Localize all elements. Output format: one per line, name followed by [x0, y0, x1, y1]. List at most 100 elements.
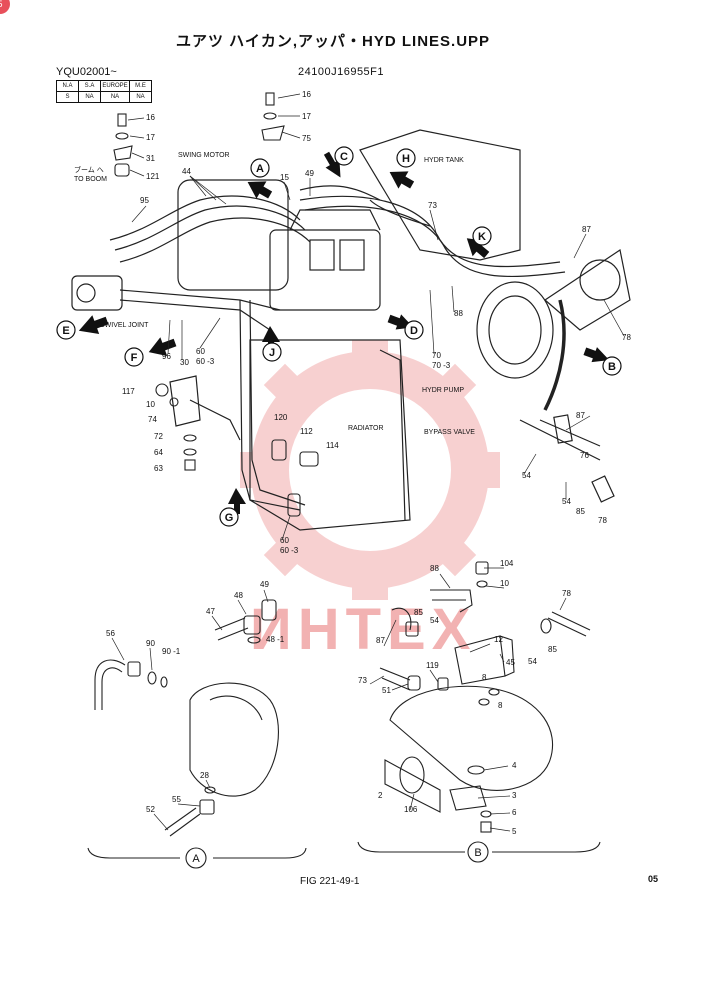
part-label: 72	[154, 432, 163, 441]
detail-a-label: A	[192, 853, 200, 865]
part-label: 76	[580, 451, 589, 460]
part-label: 96	[162, 352, 171, 361]
part-label: 104	[500, 559, 514, 568]
part-label: 75	[302, 134, 311, 143]
part-label: 12	[494, 635, 503, 644]
part-label: 85	[414, 608, 423, 617]
part-label: 49	[260, 580, 269, 589]
part-label: 73	[428, 201, 437, 210]
part-label: 119	[426, 661, 439, 670]
main-assembly-drawing	[71, 129, 631, 531]
part-label: 15	[280, 173, 289, 182]
part-label: 88	[454, 309, 463, 318]
part-label: 106	[404, 805, 418, 814]
label-swing-motor: SWING MOTOR	[178, 152, 230, 159]
arrow-g-icon	[228, 488, 246, 514]
callout-c: C	[340, 151, 348, 163]
part-label: 17	[146, 133, 155, 142]
part-label: 60 -3	[280, 546, 299, 555]
part-label: 30	[180, 358, 189, 367]
part-label: 60	[196, 347, 205, 356]
part-label: 64	[154, 448, 163, 457]
part-label: 120	[274, 413, 288, 422]
fitting-stack-left	[113, 92, 319, 517]
arrow-j-icon	[262, 326, 280, 354]
arrow-c-icon	[323, 151, 341, 178]
label-bypass-valve: BYPASS VALVE	[424, 429, 475, 436]
detail-a-drawing	[87, 599, 307, 869]
part-label: 74	[148, 415, 157, 424]
part-label: 95	[140, 196, 149, 205]
part-label: 54	[528, 657, 537, 666]
arrow-a-icon	[247, 181, 273, 199]
label-to-boom-jp: ブーム へ	[74, 165, 104, 174]
part-label: 17	[302, 112, 311, 121]
part-label: 51	[382, 686, 391, 695]
detail-b-label: B	[474, 847, 481, 859]
arrow-f-icon	[148, 337, 177, 357]
part-label: 6	[512, 808, 517, 817]
arrow-h-icon	[389, 171, 415, 189]
label-hydr-pump: HYDR PUMP	[422, 387, 464, 394]
part-label: 55	[172, 795, 181, 804]
page-badge: 5	[0, 0, 10, 14]
page-title: ユアツ ハイカン,アッパ・HYD LINES.UPP	[176, 33, 491, 50]
part-label: 90 -1	[162, 647, 181, 656]
part-label: 73	[358, 676, 367, 685]
arrow-b-icon	[583, 347, 610, 363]
detail-b-drawing	[357, 561, 601, 863]
market-table: N.A S.A EUROPE M.E S NA NA NA	[56, 80, 152, 103]
part-label: 78	[622, 333, 631, 342]
part-label: 8	[498, 701, 503, 710]
figure-number: FIG 221-49-1	[300, 876, 360, 887]
part-label: 28	[200, 771, 209, 780]
part-label: 8	[482, 673, 487, 682]
part-label: 85	[548, 645, 557, 654]
market-value-row: S NA NA NA	[56, 91, 152, 103]
callout-k: K	[478, 231, 486, 243]
detail-titles: A B	[192, 847, 481, 865]
part-label: 31	[146, 154, 155, 163]
watermark-gear-icon	[240, 340, 500, 600]
part-label: 87	[376, 636, 385, 645]
part-label: 5	[512, 827, 517, 836]
part-number-labels: 16 17 75 16 17 31 121 44 15 49 95 73 87 …	[106, 90, 631, 836]
callout-g: G	[225, 512, 234, 524]
part-label: 44	[182, 167, 191, 176]
part-label: 10	[500, 579, 509, 588]
part-label: 56	[106, 629, 115, 638]
serial-range: YQU02001~	[56, 66, 117, 78]
label-hydr-tank: HYDR TANK	[424, 157, 464, 164]
callout-a: A	[256, 163, 264, 175]
callout-letters: A B C D E F G H J K	[62, 151, 616, 524]
part-label: 87	[576, 411, 585, 420]
callout-h: H	[402, 153, 410, 165]
part-label: 87	[582, 225, 591, 234]
part-label: 54	[522, 471, 531, 480]
part-label: 49	[305, 169, 314, 178]
part-label: 48 -1	[266, 635, 285, 644]
part-label: 16	[146, 113, 155, 122]
part-label: 117	[122, 387, 135, 396]
callout-circles	[56, 146, 622, 527]
part-label: 10	[146, 400, 155, 409]
arrow-e-icon	[78, 315, 109, 335]
part-label: 60	[280, 536, 289, 545]
part-label: 88	[430, 564, 439, 573]
callout-f: F	[131, 352, 138, 364]
watermark-text: ИНТЕХ	[250, 597, 477, 662]
part-label: 16	[302, 90, 311, 99]
part-label: 52	[146, 805, 155, 814]
part-label: 45	[506, 658, 515, 667]
leader-lines	[111, 93, 625, 832]
part-label: 85	[576, 507, 585, 516]
market-value: NA	[129, 91, 152, 103]
part-number: 24100J16955F1	[298, 66, 385, 78]
corner-mark: 05	[648, 874, 659, 884]
part-label: 78	[562, 589, 571, 598]
area-labels: ブーム へ TO BOOM SWING MOTOR SWIVEL JOINT H…	[74, 152, 475, 436]
part-label: 60 -3	[196, 357, 215, 366]
part-label: 78	[598, 516, 607, 525]
